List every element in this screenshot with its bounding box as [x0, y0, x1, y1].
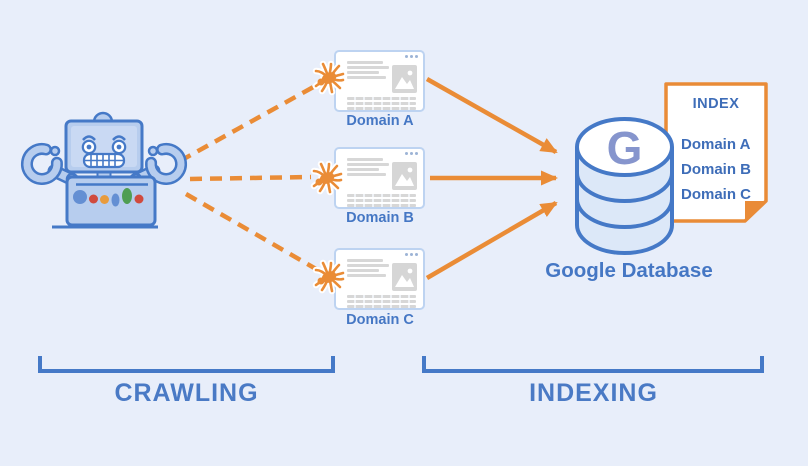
text-lines: [347, 259, 389, 279]
text-lines: [347, 158, 389, 178]
text-lines: [347, 61, 389, 81]
text-lines-full: [347, 295, 416, 310]
index-card-title: INDEX: [692, 96, 740, 112]
webpage-card-domain-a: [334, 50, 425, 112]
google-database-label: Google Database: [545, 259, 713, 282]
domain-a-label: Domain A: [346, 113, 414, 129]
window-dots-icon: [405, 55, 418, 58]
index-item-domain-b: Domain B: [681, 161, 752, 178]
window-dots-icon: [405, 152, 418, 155]
text-lines-full: [347, 97, 416, 112]
indexing-stage-label: INDEXING: [529, 379, 658, 407]
webpage-card-domain-c: [334, 248, 425, 310]
domain-c-label: Domain C: [346, 312, 414, 328]
window-dots-icon: [405, 253, 418, 256]
crawling-stage-label: CRAWLING: [114, 379, 259, 407]
index-item-domain-a: Domain A: [681, 136, 751, 153]
image-placeholder-icon: [392, 263, 417, 291]
google-g-letter: G: [606, 122, 643, 174]
image-placeholder-icon: [392, 65, 417, 93]
text-lines-full: [347, 194, 416, 209]
image-placeholder-icon: [392, 162, 417, 190]
index-item-domain-c: Domain C: [681, 186, 752, 203]
domain-b-label: Domain B: [346, 210, 414, 226]
